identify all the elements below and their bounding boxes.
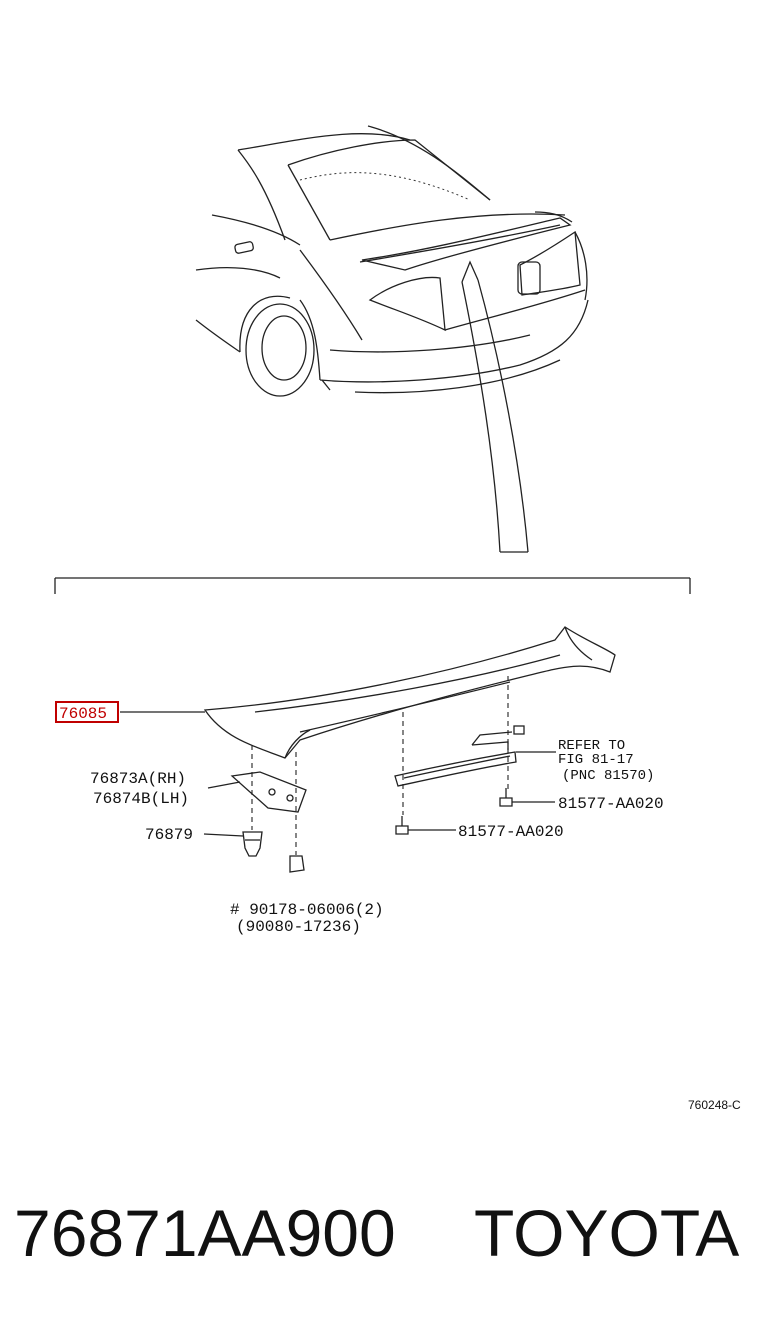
callout-nut-alt: (90080-17236) [236, 918, 361, 936]
callout-screw-lower[interactable]: 81577-AA020 [458, 823, 564, 841]
refer-line-2[interactable]: FIG 81-17 [558, 752, 634, 768]
callout-clip[interactable]: 76879 [145, 826, 193, 844]
callout-bracket-rh[interactable]: 76873A(RH) [90, 770, 186, 788]
stop-lamp [394, 725, 525, 787]
car-illustration [195, 125, 589, 553]
callout-nut-number[interactable]: # 90178-06006(2) [230, 901, 384, 919]
leader-lines [120, 711, 556, 837]
figure-code: 760248-C [688, 1098, 741, 1112]
spoiler-bracket [230, 771, 307, 813]
refer-line-1: REFER TO [558, 738, 625, 754]
screw-lower [395, 816, 409, 835]
rear-spoiler [203, 626, 616, 759]
part-number: 76871AA900 [14, 1196, 396, 1270]
nut [289, 855, 305, 873]
brand-name: TOYOTA [474, 1196, 739, 1270]
screw-upper [499, 788, 513, 807]
refer-line-3: (PNC 81570) [562, 768, 654, 784]
callout-screw-upper[interactable]: 81577-AA020 [558, 795, 664, 813]
highlight-box [55, 701, 119, 723]
clip [242, 831, 263, 857]
diagram-frame [54, 577, 691, 594]
callout-spoiler[interactable]: 76085 [59, 705, 107, 723]
callout-bracket-lh[interactable]: 76874B(LH) [93, 790, 189, 808]
